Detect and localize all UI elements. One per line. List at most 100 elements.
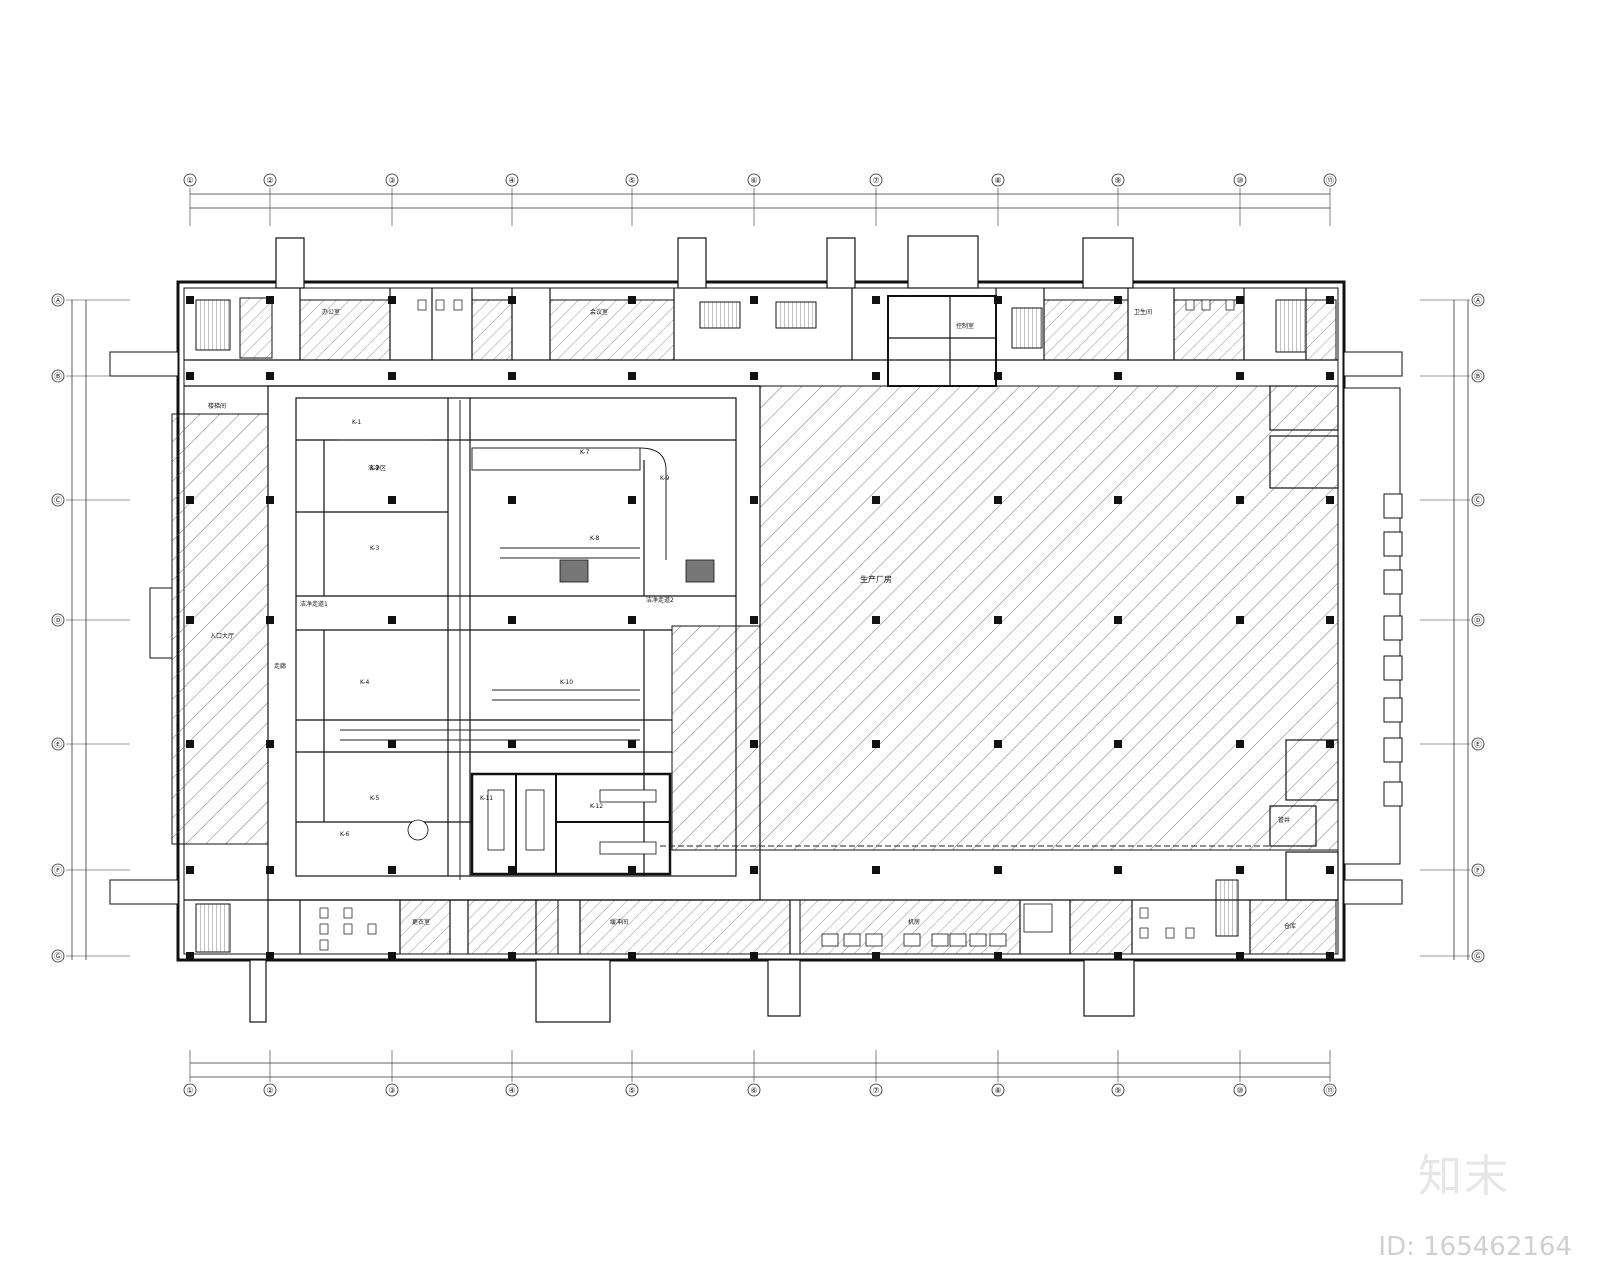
ahu-label: K-6 xyxy=(340,831,349,838)
axis-bubble-col-4-bottom: ④ xyxy=(505,1083,519,1097)
column-marker xyxy=(508,296,516,304)
column-marker xyxy=(266,952,274,960)
column-marker xyxy=(1236,496,1244,504)
column-marker xyxy=(628,496,636,504)
column-marker xyxy=(994,496,1002,504)
svg-text:⑦: ⑦ xyxy=(872,176,879,185)
bottom-equipment xyxy=(821,903,1053,947)
svg-text:Ⓑ: Ⓑ xyxy=(54,372,62,381)
axis-bubble-col-6: ⑥ xyxy=(747,173,761,187)
svg-text:Ⓓ: Ⓓ xyxy=(1474,616,1482,625)
column-marker xyxy=(388,296,396,304)
axis-bubble-row-3: Ⓒ xyxy=(51,493,65,507)
axis-bubble-col-3: ③ xyxy=(385,173,399,187)
axis-bubble-row-5: Ⓔ xyxy=(51,737,65,751)
svg-text:Ⓖ: Ⓖ xyxy=(54,952,62,961)
axis-bubble-row-1-right: Ⓐ xyxy=(1471,293,1485,307)
column-marker xyxy=(1114,616,1122,624)
column-marker xyxy=(1326,616,1334,624)
column-marker xyxy=(628,372,636,380)
svg-text:④: ④ xyxy=(508,1086,515,1095)
column-marker xyxy=(508,372,516,380)
svg-text:Ⓑ: Ⓑ xyxy=(1474,372,1482,381)
column-marker xyxy=(1236,952,1244,960)
column-marker xyxy=(266,866,274,874)
ahu-units xyxy=(407,559,715,855)
label-clean-area: 洁净区 xyxy=(368,464,386,472)
svg-text:③: ③ xyxy=(388,176,395,185)
internal-walls xyxy=(184,288,1339,954)
svg-text:⑨: ⑨ xyxy=(1114,176,1121,185)
loading-dock xyxy=(1343,387,1403,865)
column-marker xyxy=(872,372,880,380)
axis-bubble-row-4: Ⓓ xyxy=(51,613,65,627)
axis-bubble-row-2-right: Ⓑ xyxy=(1471,369,1485,383)
toilet-fixtures xyxy=(319,299,1235,951)
column-marker xyxy=(750,296,758,304)
column-marker xyxy=(750,740,758,748)
column-marker xyxy=(872,866,880,874)
side-entrances xyxy=(109,351,1403,905)
label-office: 办公室 xyxy=(322,308,340,316)
column-marker xyxy=(1114,740,1122,748)
column-marker xyxy=(994,740,1002,748)
svg-text:Ⓔ: Ⓔ xyxy=(1474,740,1482,749)
ahu-label: K-5 xyxy=(370,795,379,802)
column-marker xyxy=(388,496,396,504)
axis-bubble-row-3-right: Ⓒ xyxy=(1471,493,1485,507)
svg-text:④: ④ xyxy=(508,176,515,185)
column-marker xyxy=(266,496,274,504)
svg-text:③: ③ xyxy=(388,1086,395,1095)
column-marker xyxy=(750,616,758,624)
column-marker xyxy=(388,372,396,380)
svg-text:①: ① xyxy=(186,1086,193,1095)
ahu-label: K-8 xyxy=(590,535,599,542)
axis-bubble-col-7-bottom: ⑦ xyxy=(869,1083,883,1097)
axis-bubble-col-9: ⑨ xyxy=(1111,173,1125,187)
label-changing-room: 更衣室 xyxy=(412,918,430,926)
column-marker xyxy=(628,952,636,960)
entrance-canopies-top xyxy=(275,235,1134,289)
ahu-label: K-4 xyxy=(360,679,369,686)
ahu-label: K-12 xyxy=(590,803,603,810)
column-marker xyxy=(1326,740,1334,748)
svg-text:Ⓐ: Ⓐ xyxy=(1474,296,1482,305)
axis-bubble-row-1: Ⓐ xyxy=(51,293,65,307)
column-marker xyxy=(186,952,194,960)
ahu-label: K-2 xyxy=(370,465,379,472)
axis-bubble-row-4-right: Ⓓ xyxy=(1471,613,1485,627)
axis-bubble-col-11-bottom: ⑪ xyxy=(1323,1083,1337,1097)
column-marker xyxy=(1326,296,1334,304)
ductwork xyxy=(340,400,1300,880)
column-marker xyxy=(1236,740,1244,748)
svg-text:Ⓔ: Ⓔ xyxy=(54,740,62,749)
watermark-logo: 知末 xyxy=(1418,1151,1510,1202)
column-marker xyxy=(872,740,880,748)
dimension-lines-bottom xyxy=(190,1062,1330,1078)
label-corridor: 走廊 xyxy=(274,662,286,670)
svg-text:⑥: ⑥ xyxy=(750,176,757,185)
column-marker xyxy=(508,740,516,748)
column-marker xyxy=(1326,952,1334,960)
axis-bubble-col-3-bottom: ③ xyxy=(385,1083,399,1097)
column-marker xyxy=(388,740,396,748)
column-marker xyxy=(1326,496,1334,504)
row-grid-ticks xyxy=(66,299,1470,957)
label-meeting-room: 会议室 xyxy=(590,308,608,316)
ahu-label: K-7 xyxy=(580,449,589,456)
axis-bubble-col-11: ⑪ xyxy=(1323,173,1337,187)
column-marker xyxy=(266,296,274,304)
dimension-lines-left xyxy=(71,300,87,960)
column-marker xyxy=(994,616,1002,624)
column-marker xyxy=(1114,866,1122,874)
svg-text:Ⓖ: Ⓖ xyxy=(1474,952,1482,961)
column-marker xyxy=(508,616,516,624)
svg-text:Ⓐ: Ⓐ xyxy=(54,296,62,305)
axis-bubble-row-6-right: Ⓕ xyxy=(1471,863,1485,877)
ahu-label: K-3 xyxy=(370,545,379,552)
axis-bubble-row-2: Ⓑ xyxy=(51,369,65,383)
svg-text:⑨: ⑨ xyxy=(1114,1086,1121,1095)
